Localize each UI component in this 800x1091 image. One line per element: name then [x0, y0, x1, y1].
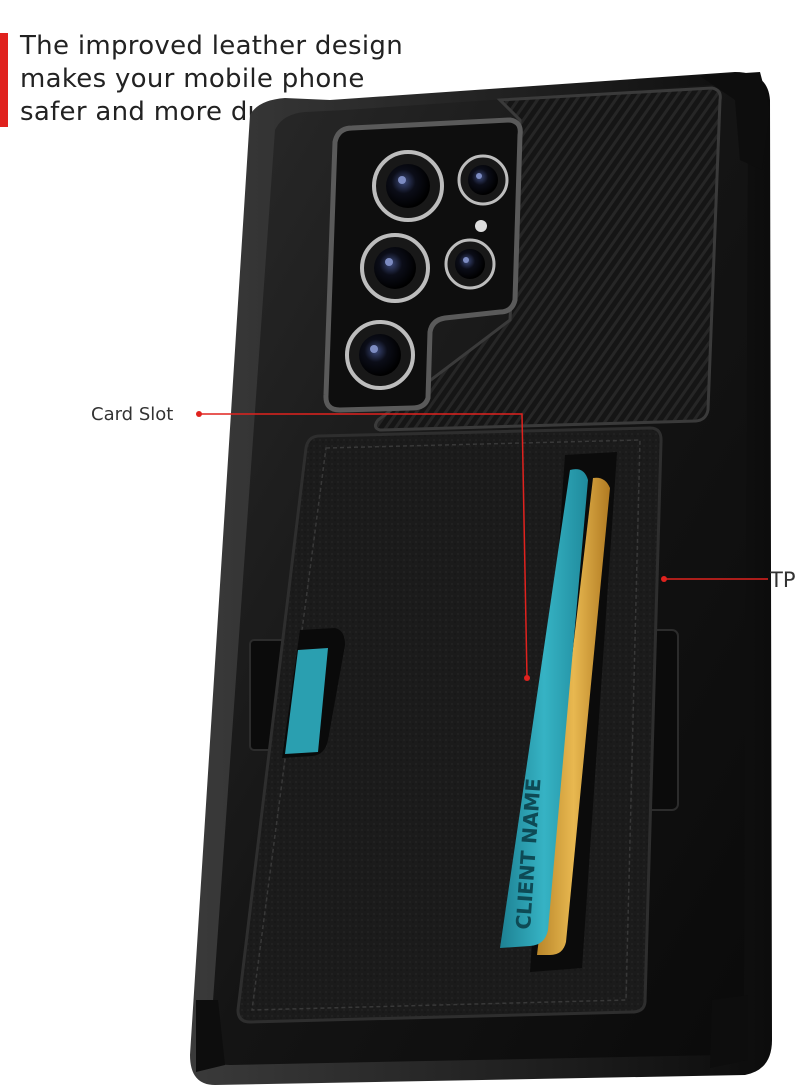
camera-module: [323, 117, 523, 413]
bumper-corner-bottom-right: [710, 995, 748, 1068]
camera-lens-4: [444, 238, 496, 290]
camera-lens-2: [457, 154, 509, 206]
bumper-corner-bottom-left: [196, 1000, 225, 1072]
tpu-label: TP: [770, 568, 796, 592]
card-slot-callout-line: [199, 413, 528, 679]
camera-lens-1: [372, 150, 444, 222]
teal-card: [500, 469, 588, 948]
bumper-corner-top-right: [700, 72, 770, 170]
flash-icon: [475, 220, 487, 232]
camera-lens-3: [360, 233, 430, 303]
callout-lines: [196, 411, 768, 681]
headline-line-2: makes your mobile phone: [20, 64, 365, 94]
card-slot-callout-end-dot: [524, 675, 530, 681]
card-slot-label: Card Slot: [91, 404, 174, 425]
striped-panel: [373, 86, 722, 432]
textured-panel: [373, 86, 722, 432]
headline-accent-bar: [0, 33, 8, 127]
camera-lens-5: [345, 320, 415, 390]
headline-line-1: The improved leather design: [20, 31, 403, 61]
wallet-stitching: [251, 439, 641, 1011]
card-slot: CLIENT NAME: [500, 452, 617, 972]
card-peek-teal: [285, 648, 328, 754]
